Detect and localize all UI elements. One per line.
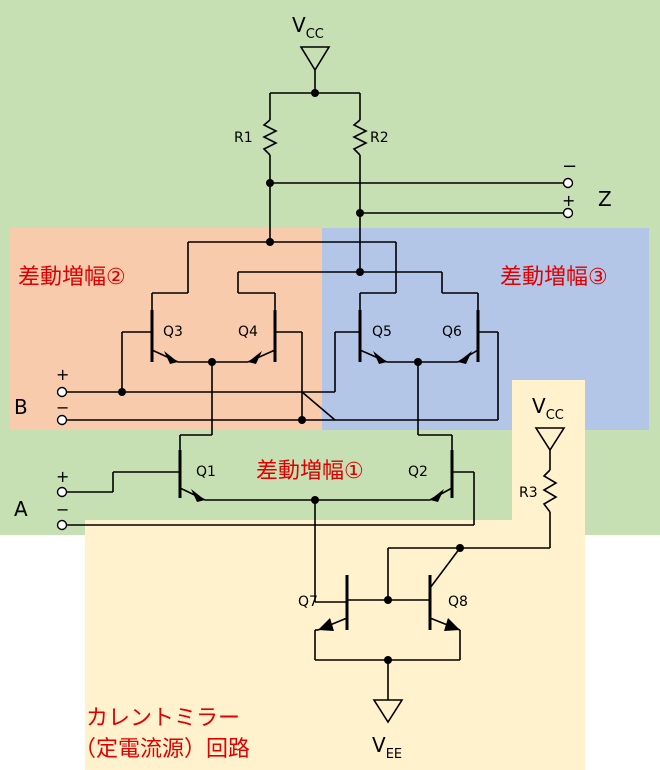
q7-label: Q7	[298, 594, 318, 610]
vcc-top-symbol	[299, 46, 331, 72]
b-plus-sign: +	[56, 365, 69, 384]
q5-emitter-arrow	[373, 351, 387, 364]
vee-label: VEE	[372, 733, 402, 762]
z-minus-terminal	[562, 177, 574, 189]
vee-symbol	[372, 699, 404, 724]
current-mirror-label-line2: （定電流源）回路	[74, 737, 250, 762]
vcc-right-label: VCC	[532, 394, 564, 423]
diff-amp-1-label: 差動増幅①	[256, 459, 364, 484]
b-plus-terminal	[56, 386, 68, 398]
b-port-label: B	[14, 395, 28, 419]
junction-dot	[356, 209, 364, 217]
q1-label: Q1	[196, 464, 216, 480]
junction-dot	[266, 179, 274, 187]
junction-dot	[298, 416, 306, 424]
q7-emitter-arrow	[318, 618, 334, 631]
vcc-top-label: VCC	[292, 13, 324, 42]
junction-dot	[414, 358, 422, 366]
a-plus-terminal	[56, 486, 68, 498]
z-plus-sign: +	[562, 191, 575, 210]
r2-label: R2	[370, 130, 389, 146]
q2-emitter-arrow	[430, 489, 444, 502]
r3-label: R3	[519, 485, 538, 501]
yellow-overlap-region	[512, 380, 585, 430]
junction-dot	[311, 89, 319, 97]
q4-emitter-arrow	[248, 351, 262, 364]
a-minus-sign: −	[56, 500, 69, 519]
junction-dot	[384, 656, 392, 664]
junction-dot	[208, 358, 216, 366]
vcc-right-symbol	[534, 427, 566, 452]
junction-dot	[356, 268, 364, 276]
a-minus-terminal	[56, 519, 68, 531]
r1-label: R1	[234, 130, 253, 146]
q1-emitter-arrow	[191, 489, 205, 502]
a-plus-sign: +	[56, 467, 69, 486]
junction-dot	[118, 388, 126, 396]
r2-resistor	[352, 119, 368, 156]
junction-dot	[266, 238, 274, 246]
r3-resistor	[542, 469, 558, 513]
diff-amp-3-region	[322, 228, 649, 430]
q3-emitter-arrow	[164, 351, 178, 364]
b-minus-sign: −	[56, 398, 69, 417]
z-minus-sign: −	[562, 156, 577, 177]
junction-dot	[384, 596, 392, 604]
z-plus-terminal	[562, 207, 574, 219]
q5-label: Q5	[372, 324, 392, 340]
diff-amp-2-label: 差動増幅②	[18, 265, 126, 290]
b-minus-terminal	[56, 414, 68, 426]
z-port-label: Z	[598, 187, 612, 211]
q8-emitter-arrow	[444, 618, 460, 631]
q3-label: Q3	[163, 324, 183, 340]
q4-label: Q4	[238, 324, 258, 340]
q2-label: Q2	[408, 464, 428, 480]
diff-amp-3-label: 差動増幅③	[500, 265, 608, 290]
junction-dot	[456, 544, 464, 552]
a-port-label: A	[14, 497, 28, 521]
current-mirror-label-line1: カレントミラー	[86, 706, 240, 731]
r1-resistor	[262, 119, 278, 156]
q8-label: Q8	[448, 594, 468, 610]
junction-dot	[311, 496, 319, 504]
q6-emitter-arrow	[458, 351, 472, 364]
q6-label: Q6	[442, 324, 462, 340]
current-mirror-region	[85, 520, 585, 770]
